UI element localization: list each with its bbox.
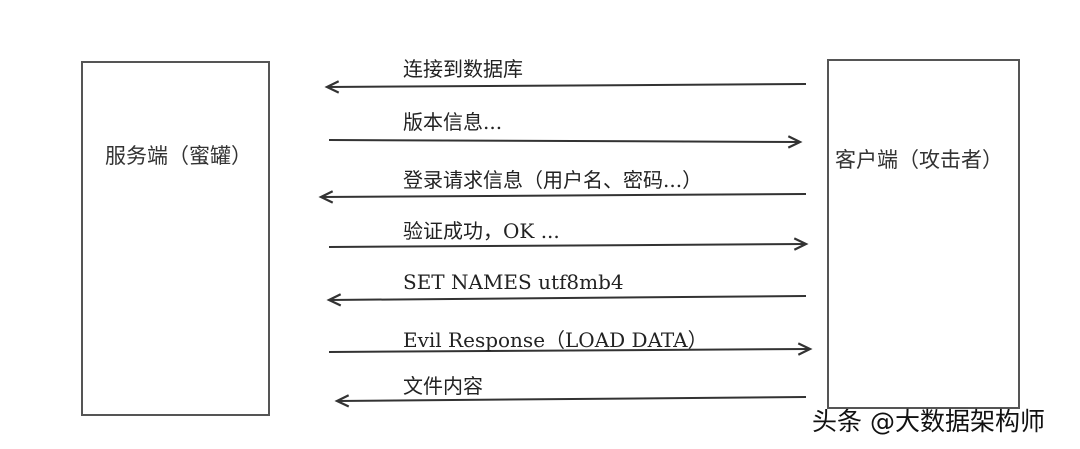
- client-label: 客户端（攻击者）: [835, 148, 1003, 172]
- arrow-head-4: [793, 237, 809, 251]
- server-label: 服务端（蜜罐）: [105, 144, 252, 168]
- message-label-login: 登录请求信息（用户名、密码...）: [403, 168, 703, 192]
- arrow-line-7: [336, 396, 807, 402]
- arrow-head-5: [326, 293, 342, 307]
- client-box: [827, 59, 1020, 409]
- arrow-head-3: [318, 190, 334, 204]
- watermark: 头条 @大数据架构师: [812, 407, 1045, 436]
- message-label-evil-response: Evil Response（LOAD DATA）: [403, 328, 708, 352]
- arrow-line-3: [320, 193, 807, 198]
- message-label-set-names: SET NAMES utf8mb4: [403, 270, 624, 294]
- arrow-head-6: [797, 342, 813, 356]
- server-box: [81, 61, 270, 416]
- message-label-auth-ok: 验证成功，OK ...: [403, 219, 560, 243]
- arrow-head-2: [787, 135, 803, 149]
- arrow-line-1: [326, 83, 807, 88]
- message-label-file-content: 文件内容: [403, 374, 483, 398]
- message-label-version: 版本信息...: [403, 110, 503, 134]
- message-label-connect: 连接到数据库: [403, 57, 523, 81]
- arrow-line-4: [328, 243, 807, 248]
- arrow-head-7: [334, 394, 350, 408]
- arrow-head-1: [324, 80, 340, 94]
- arrow-line-5: [328, 295, 807, 301]
- arrow-line-6: [328, 348, 811, 353]
- arrow-line-2: [328, 139, 801, 143]
